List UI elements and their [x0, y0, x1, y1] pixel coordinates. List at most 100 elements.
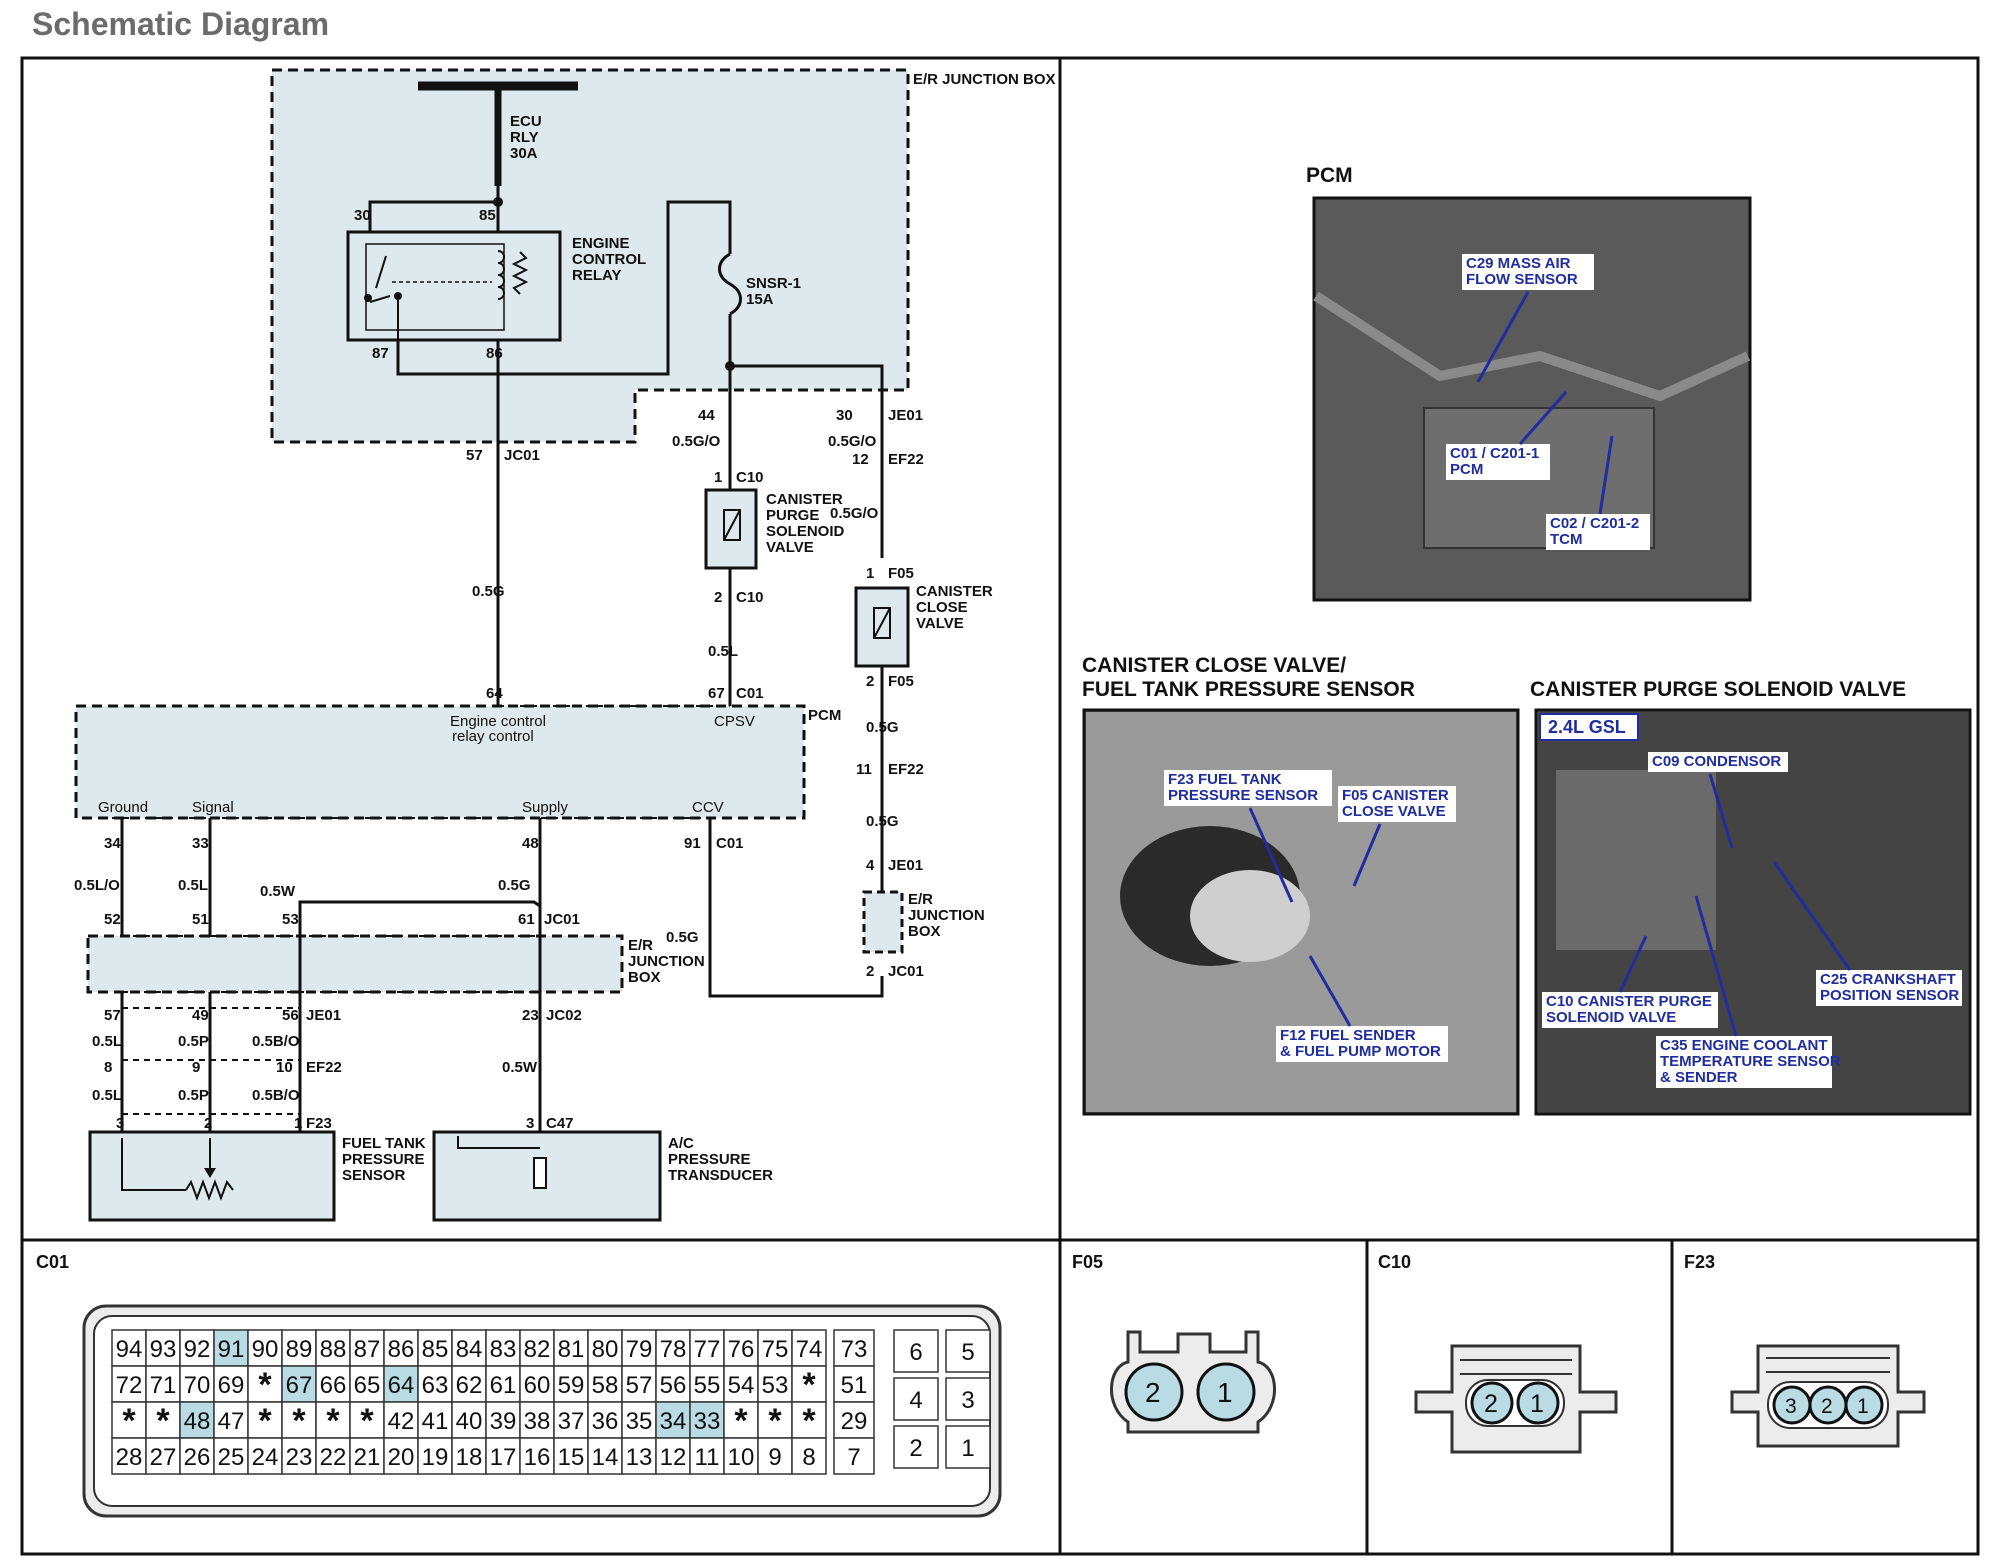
c01-pin-22-cell	[315, 1437, 351, 1475]
callout-c29-2: FLOW SENSOR	[1466, 271, 1578, 288]
c01-label-b: C01	[716, 835, 744, 852]
c01-pin-70: 70	[184, 1372, 211, 1399]
c01-pin-47: 47	[218, 1408, 245, 1435]
ac-transducer-label-2: PRESSURE	[668, 1151, 751, 1168]
callout-c09: C09 CONDENSOR	[1652, 753, 1781, 770]
wire-05p-label: 0.5P	[178, 1033, 209, 1050]
c01-pin-13: 13	[626, 1444, 653, 1471]
c01-pin-94: 94	[116, 1336, 143, 1363]
pin-3: 3	[116, 1115, 124, 1132]
fuel-tank-sensor-label-2: PRESSURE	[342, 1151, 425, 1168]
wire-05g-c-label: 0.5G	[866, 813, 899, 830]
c01-pin-23: 23	[286, 1444, 313, 1471]
f05-label-a: F05	[888, 565, 914, 582]
c01-pin-93: 93	[150, 1336, 177, 1363]
callout-c02-2: TCM	[1550, 531, 1583, 548]
c01-label-a: C01	[736, 685, 764, 702]
c01-pin-1-cell	[945, 1425, 991, 1469]
c01-pin-14-cell	[587, 1437, 623, 1475]
c10-title: C10	[1378, 1252, 1411, 1272]
c01-pin-53: 53	[762, 1372, 789, 1399]
er-junction-box-right	[862, 890, 904, 954]
pin-8: 8	[104, 1059, 112, 1076]
callout-f12-2: & FUEL PUMP MOTOR	[1280, 1043, 1441, 1060]
relay-pin-87: 87	[372, 345, 389, 362]
c10-label-b: C10	[736, 589, 764, 606]
photo-pcm-title: PCM	[1306, 164, 1353, 187]
arrow-f23	[1248, 807, 1294, 903]
c01-pin-36-cell	[587, 1401, 623, 1439]
c01-pin-56: 56	[660, 1372, 687, 1399]
pin-34: 34	[104, 835, 121, 852]
c01-pin-8: 8	[802, 1444, 815, 1471]
wiring-schematic: E/R JUNCTION BOX ECU RLY 30A 30 85 ENGIN…	[74, 68, 1056, 1222]
je01-label-c: JE01	[306, 1007, 341, 1024]
c01-pin-79: 79	[626, 1336, 653, 1363]
photo-pcm: PCM C29 MASS AIR FLOW SENSOR C01 / C201-…	[1306, 164, 1752, 602]
je01-label-b: JE01	[888, 857, 923, 874]
c01-pin-blank: *	[258, 1366, 272, 1404]
c01-pin-37: 37	[558, 1408, 585, 1435]
arrow-f05	[1352, 823, 1382, 887]
c01-pin-56-cell	[655, 1365, 691, 1403]
c01-pin-7-cell	[833, 1437, 875, 1475]
c01-pin-77: 77	[694, 1336, 721, 1363]
c01-pin-55: 55	[694, 1372, 721, 1399]
c01-pin-blank-cell	[247, 1365, 283, 1403]
f23-pin-3-label: 3	[1785, 1395, 1797, 1418]
c01-pin-72: 72	[116, 1372, 143, 1399]
c01-pin-84: 84	[456, 1336, 483, 1363]
c01-pin-23-cell	[281, 1437, 317, 1475]
arrow-c09	[1708, 773, 1734, 849]
c01-pin-92: 92	[184, 1336, 211, 1363]
sensor-wiper-arrow	[204, 1168, 216, 1178]
c01-pin-54: 54	[728, 1372, 755, 1399]
c01-pin-51: 51	[841, 1372, 868, 1399]
callout-c09-bg	[1648, 752, 1788, 772]
callout-f12-1: F12 FUEL SENDER	[1280, 1027, 1416, 1044]
pcm-ccv-label: CCV	[692, 799, 724, 816]
callout-c02-bg	[1546, 514, 1650, 550]
sensor-resistor	[185, 1179, 234, 1201]
callout-c01-1: C01 / C201-1	[1450, 445, 1539, 462]
canister-close-label-2: CLOSE	[916, 599, 968, 616]
c10-pin-1	[1516, 1381, 1560, 1425]
c01-pin-36: 36	[592, 1408, 619, 1435]
c01-pin-8-cell	[791, 1437, 827, 1475]
photo-cp-badge: 2.4L GSL	[1548, 717, 1626, 737]
c01-pin-90: 90	[252, 1336, 279, 1363]
c01-pin-86: 86	[388, 1336, 415, 1363]
c01-pin-18-cell	[451, 1437, 487, 1475]
c01-pin-15-cell	[553, 1437, 589, 1475]
c01-pin-blank-cell	[791, 1365, 827, 1403]
c01-pin-2: 2	[909, 1435, 922, 1462]
callout-c10-2: SOLENOID VALVE	[1546, 1009, 1676, 1026]
f23-label: F23	[306, 1115, 332, 1132]
jc01-label-c: JC01	[888, 963, 924, 980]
wire-44-label: 0.5G/O	[672, 433, 721, 450]
c01-pin-25-cell	[213, 1437, 249, 1475]
photo-cp-title: CANISTER PURGE SOLENOID VALVE	[1530, 678, 1906, 701]
pin-2: 2	[866, 963, 874, 980]
c01-pin-blank: *	[156, 1402, 170, 1440]
pin-10: 10	[276, 1059, 293, 1076]
er-junction-box-top	[270, 68, 910, 444]
pin-49: 49	[192, 1007, 209, 1024]
ef22-label-c: EF22	[306, 1059, 342, 1076]
c01-pin-78-cell	[655, 1329, 691, 1367]
c01-pin-2-cell	[893, 1425, 939, 1469]
er-jb-mid-1: E/R	[628, 937, 653, 954]
jc01-label-b: JC01	[544, 911, 580, 928]
c01-pin-65: 65	[354, 1372, 381, 1399]
callout-c10-bg	[1542, 992, 1718, 1028]
ef22-label-b: EF22	[888, 761, 924, 778]
pin-11: 11	[856, 761, 872, 778]
c10-pin1: 1	[714, 469, 722, 486]
c01-pin-89-cell	[281, 1329, 317, 1367]
c01-pin-71-cell	[145, 1365, 181, 1403]
f05-pin1: 1	[866, 565, 874, 582]
photo-cc-pump	[1190, 870, 1310, 962]
pcm-ground-label: Ground	[98, 799, 148, 816]
c01-pin-4-cell	[893, 1377, 939, 1421]
c01-pin-13-cell	[621, 1437, 657, 1475]
